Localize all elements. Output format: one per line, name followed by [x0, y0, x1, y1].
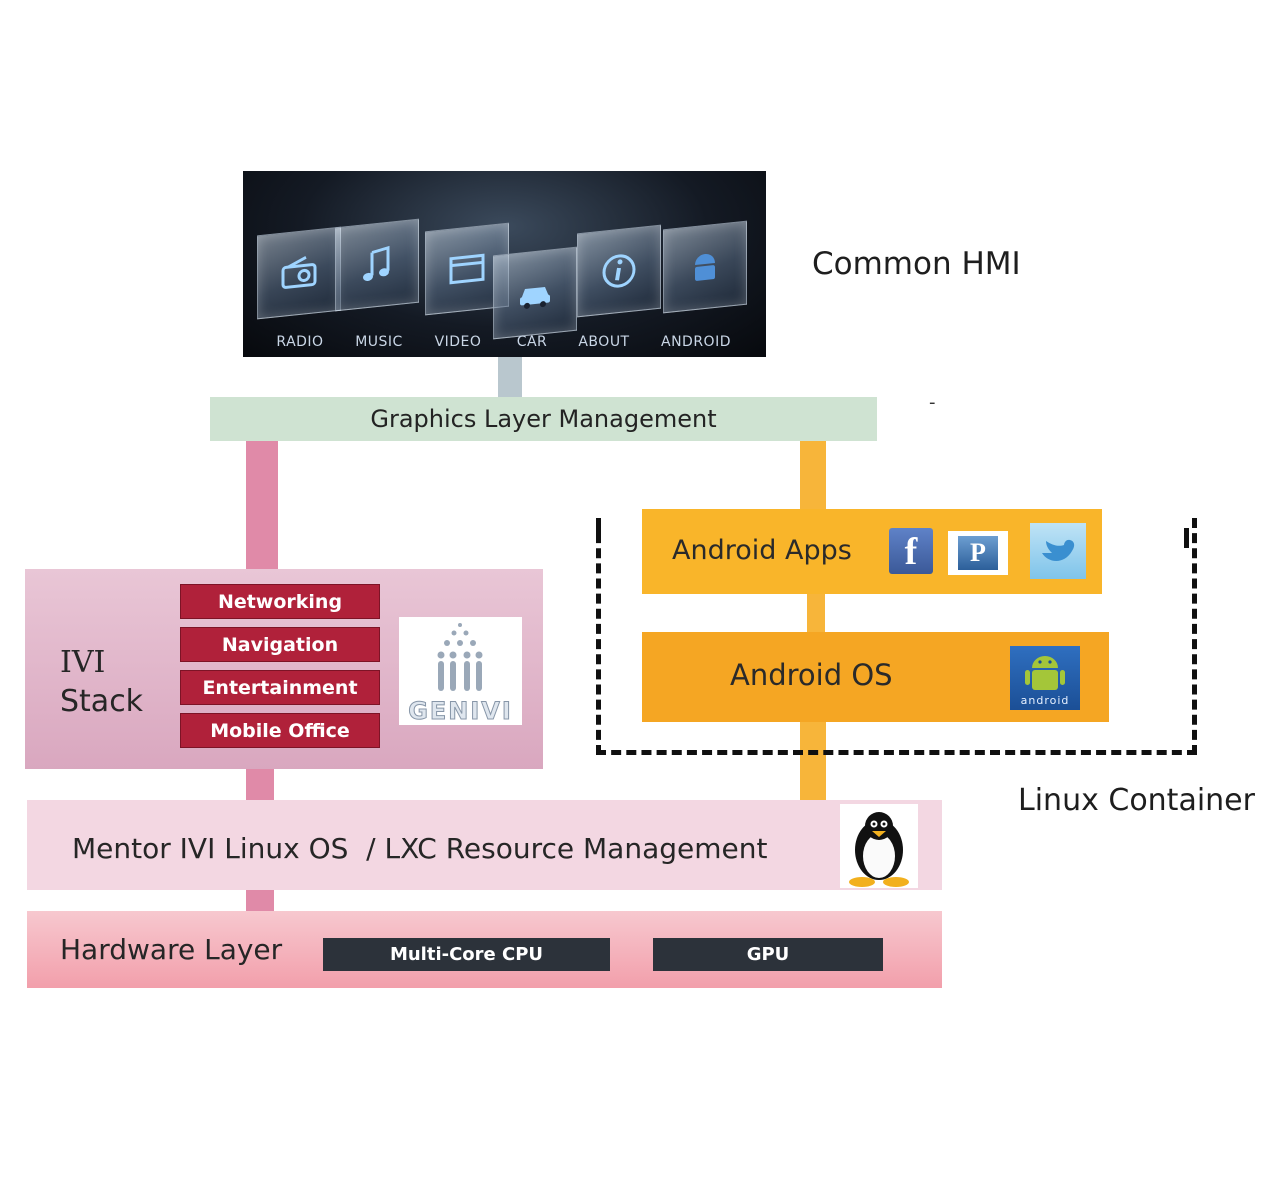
android-icon: [695, 254, 715, 281]
music-note-icon: [363, 245, 390, 281]
car-cube: [493, 246, 577, 340]
gpu-chip: GPU: [653, 938, 883, 971]
ivi-title-line1: IVI: [60, 645, 106, 680]
ivi-connector-mid: [246, 768, 274, 802]
android-apps-box: Android Apps f P: [642, 509, 1102, 594]
linux-container-label: Linux Container: [1018, 783, 1255, 818]
music-label: MUSIC: [355, 334, 403, 350]
graphics-layer-management: Graphics Layer Management: [210, 397, 877, 441]
common-hmi-label: Common HMI: [812, 246, 1021, 282]
mentor-linux-os-label: Mentor IVI Linux OS / LXC Resource Manag…: [72, 832, 768, 865]
ivi-item-mobile-office: Mobile Office: [180, 713, 380, 748]
ivi-item-networking: Networking: [180, 584, 380, 619]
container-right-top-dash: [1184, 528, 1189, 548]
pandora-icon: P: [948, 531, 1008, 575]
multi-core-cpu-chip: Multi-Core CPU: [323, 938, 610, 971]
android-cube: [663, 220, 747, 314]
about-label: ABOUT: [578, 334, 630, 350]
genivi-wordmark: GENIVI: [408, 697, 513, 726]
info-icon: [602, 254, 636, 288]
music-cube: [335, 218, 419, 312]
linux-container-border: [596, 518, 1197, 755]
mentor-linux-os-box: Mentor IVI Linux OS / LXC Resource Manag…: [27, 800, 942, 890]
radio-icon: [281, 255, 317, 289]
ivi-item-entertainment: Entertainment: [180, 670, 380, 705]
stray-mark: -: [929, 392, 936, 413]
facebook-icon: f: [889, 528, 933, 574]
hardware-layer-label: Hardware Layer: [60, 933, 283, 966]
android-os-logo: android: [1010, 646, 1080, 710]
about-cube: [577, 224, 661, 318]
ivi-connector-top: [246, 440, 278, 570]
radio-label: RADIO: [276, 334, 324, 350]
hmi-to-graphics-connector: [498, 357, 522, 399]
car-icon: [520, 286, 550, 309]
ivi-stack-title: IVI Stack: [60, 643, 143, 721]
android-apps-label: Android Apps: [672, 535, 852, 566]
android-connector-top: [800, 440, 826, 510]
android-os-box: Android OS android: [642, 632, 1109, 722]
android-connector-bottom: [800, 720, 826, 802]
genivi-logo: GENIVI: [399, 617, 522, 726]
android-os-logo-text: android: [1020, 694, 1070, 707]
genivi-figures-icon: [437, 623, 483, 691]
android-label: ANDROID: [661, 334, 731, 350]
android-os-label: Android OS: [730, 658, 893, 692]
ivi-item-navigation: Navigation: [180, 627, 380, 662]
ivi-connector-bottom: [246, 889, 274, 913]
tux-penguin-icon: [840, 804, 918, 888]
radio-cube: [257, 226, 341, 320]
video-label: VIDEO: [434, 334, 482, 350]
ivi-title-line2: Stack: [60, 684, 144, 719]
container-left-top-dash: [596, 518, 601, 538]
car-label: CAR: [516, 334, 548, 350]
twitter-icon: [1030, 523, 1086, 579]
hmi-screen: RADIO MUSIC VIDEO CAR ABOUT ANDROID: [243, 171, 766, 357]
android-connector-mid: [807, 592, 825, 634]
video-icon: [449, 253, 485, 285]
android-robot-icon: [1025, 656, 1065, 690]
video-cube: [425, 222, 509, 316]
